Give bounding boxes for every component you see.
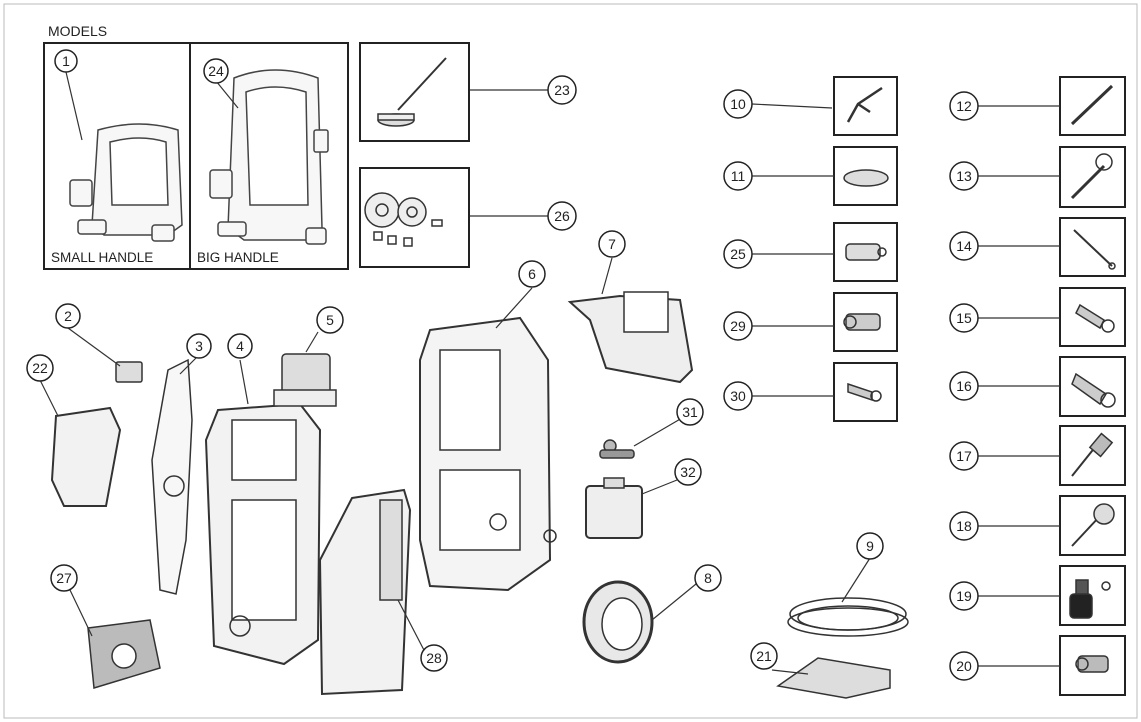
part-26-box (359, 167, 470, 268)
callout-26: 26 (554, 208, 570, 224)
extension-lance-icon (1073, 229, 1116, 270)
callout-25: 25 (730, 246, 746, 262)
callout-3: 3 (195, 338, 203, 354)
callout-circles (26, 49, 979, 681)
panel-28-part (318, 488, 412, 696)
callout-6: 6 (528, 266, 536, 282)
big-handle-label: BIG HANDLE (197, 250, 279, 265)
accessory-boxes-col1 (833, 76, 898, 422)
grille-27-part (87, 619, 161, 689)
key-31-part (599, 439, 635, 459)
callout-4: 4 (236, 338, 244, 354)
callout-32: 32 (680, 464, 696, 480)
callout-7: 7 (608, 236, 616, 252)
surface-cleaner-part (377, 57, 447, 127)
hose-9-part (787, 597, 909, 637)
callout-14: 14 (956, 238, 972, 254)
models-title: MODELS (48, 23, 107, 39)
callout-29: 29 (730, 318, 746, 334)
wheel-8-part (582, 580, 654, 664)
foam-bottle-icon (1069, 579, 1111, 619)
big-handle-part (209, 69, 329, 245)
callout-2: 2 (64, 308, 72, 324)
callout-1: 1 (62, 53, 70, 69)
callout-24: 24 (208, 63, 224, 79)
callout-31: 31 (682, 404, 698, 420)
callout-18: 18 (956, 518, 972, 534)
models-box (43, 42, 349, 270)
rotary-lance-icon (1070, 153, 1113, 200)
callout-30: 30 (730, 388, 746, 404)
adapter-15-icon (1075, 303, 1115, 333)
frame-6-part (419, 316, 557, 592)
nozzle-29-icon (843, 313, 881, 331)
callout-23: 23 (554, 82, 570, 98)
callout-19: 19 (956, 588, 972, 604)
small-handle-part (69, 123, 183, 242)
callout-10: 10 (730, 96, 746, 112)
tank-32-part (585, 477, 643, 539)
hose-connector-icon (1075, 655, 1109, 673)
leader-lines (39, 71, 1060, 675)
callout-5: 5 (326, 312, 334, 328)
callout-27: 27 (56, 570, 72, 586)
callout-11: 11 (731, 168, 746, 184)
small-handle-label: SMALL HANDLE (51, 250, 153, 265)
callout-9: 9 (866, 538, 874, 554)
callout-16: 16 (956, 378, 972, 394)
lance-icon (1070, 84, 1114, 126)
part-23-box (359, 42, 470, 142)
nozzle-30-icon (847, 382, 882, 402)
panel-3-part (151, 358, 193, 595)
turbo-nozzle-icon (1071, 372, 1116, 408)
manual-21-part (776, 657, 891, 699)
callout-15: 15 (956, 310, 972, 326)
wheel-kit-part (364, 192, 443, 247)
switch-part (115, 361, 143, 383)
callout-numbers: 1 2 3 4 5 6 7 8 9 10 11 12 13 14 15 16 1… (32, 53, 972, 674)
callout-17: 17 (956, 448, 972, 464)
nozzle-25-icon (845, 243, 887, 261)
housing-4-part (204, 402, 322, 666)
cover-22-part (50, 406, 122, 507)
handle-7-part (567, 291, 694, 384)
rotary-brush-icon (1071, 503, 1115, 547)
callout-13: 13 (956, 168, 972, 184)
callout-28: 28 (426, 650, 442, 666)
accessory-boxes-col2 (1059, 76, 1126, 696)
callout-21: 21 (756, 648, 772, 664)
callout-20: 20 (956, 658, 972, 674)
diagram-frame (3, 3, 1138, 719)
hose-reel-icon (843, 169, 889, 187)
callout-8: 8 (704, 570, 712, 586)
callout-12: 12 (956, 98, 972, 114)
callout-22: 22 (32, 360, 48, 376)
brush-icon (1071, 432, 1114, 477)
spray-gun-icon (846, 86, 883, 123)
tank-5-part (273, 353, 337, 407)
